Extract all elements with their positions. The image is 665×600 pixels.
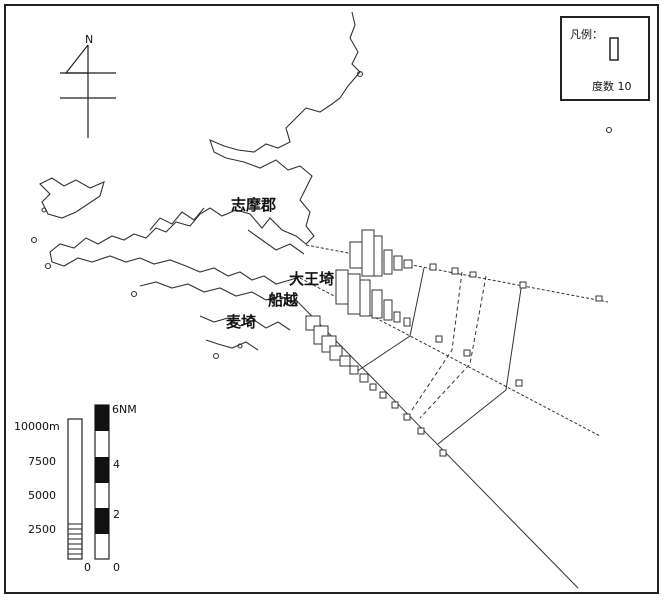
depth-scale-tick-7500: 7500 [28, 455, 56, 468]
nm-scale-tick-2: 2 [113, 508, 120, 521]
map-frame [4, 4, 659, 594]
depth-scale-zero: 0 [84, 561, 91, 574]
north-arrow: N [60, 33, 116, 138]
frequency-bars-transect-3 [305, 315, 447, 457]
depth-scale-tick-5000: 5000 [28, 489, 56, 502]
contour-lines [355, 267, 523, 445]
legend: 凡例： 度数 10 [560, 16, 650, 101]
legend-box [560, 16, 650, 101]
place-funakoshi: 船越 [268, 291, 299, 309]
legend-caption: 度数 10 [592, 79, 632, 93]
place-shima: 志摩郡 [231, 196, 276, 214]
nm-scale-top: 6NM [112, 403, 137, 416]
legend-title: 凡例： [570, 27, 603, 41]
nm-scale: 6NM 4 2 0 [94, 403, 137, 574]
depth-scale-tick-2500: 2500 [28, 523, 56, 536]
place-daiozaki: 大王埼 [289, 270, 334, 288]
frequency-bars-transect-2 [335, 269, 523, 387]
nm-scale-zero: 0 [113, 561, 120, 574]
legend-sample-bar [609, 37, 619, 61]
nm-scale-tick-4: 4 [113, 458, 120, 471]
place-mugizaki: 麦埼 [226, 313, 256, 331]
depth-scale-top: 10000m [14, 420, 60, 433]
depth-scale: 10000m 7500 5000 2500 0 [14, 418, 91, 574]
frequency-bars-transect-1 [349, 229, 603, 302]
north-label: N [85, 33, 93, 46]
coastline [30, 11, 613, 360]
